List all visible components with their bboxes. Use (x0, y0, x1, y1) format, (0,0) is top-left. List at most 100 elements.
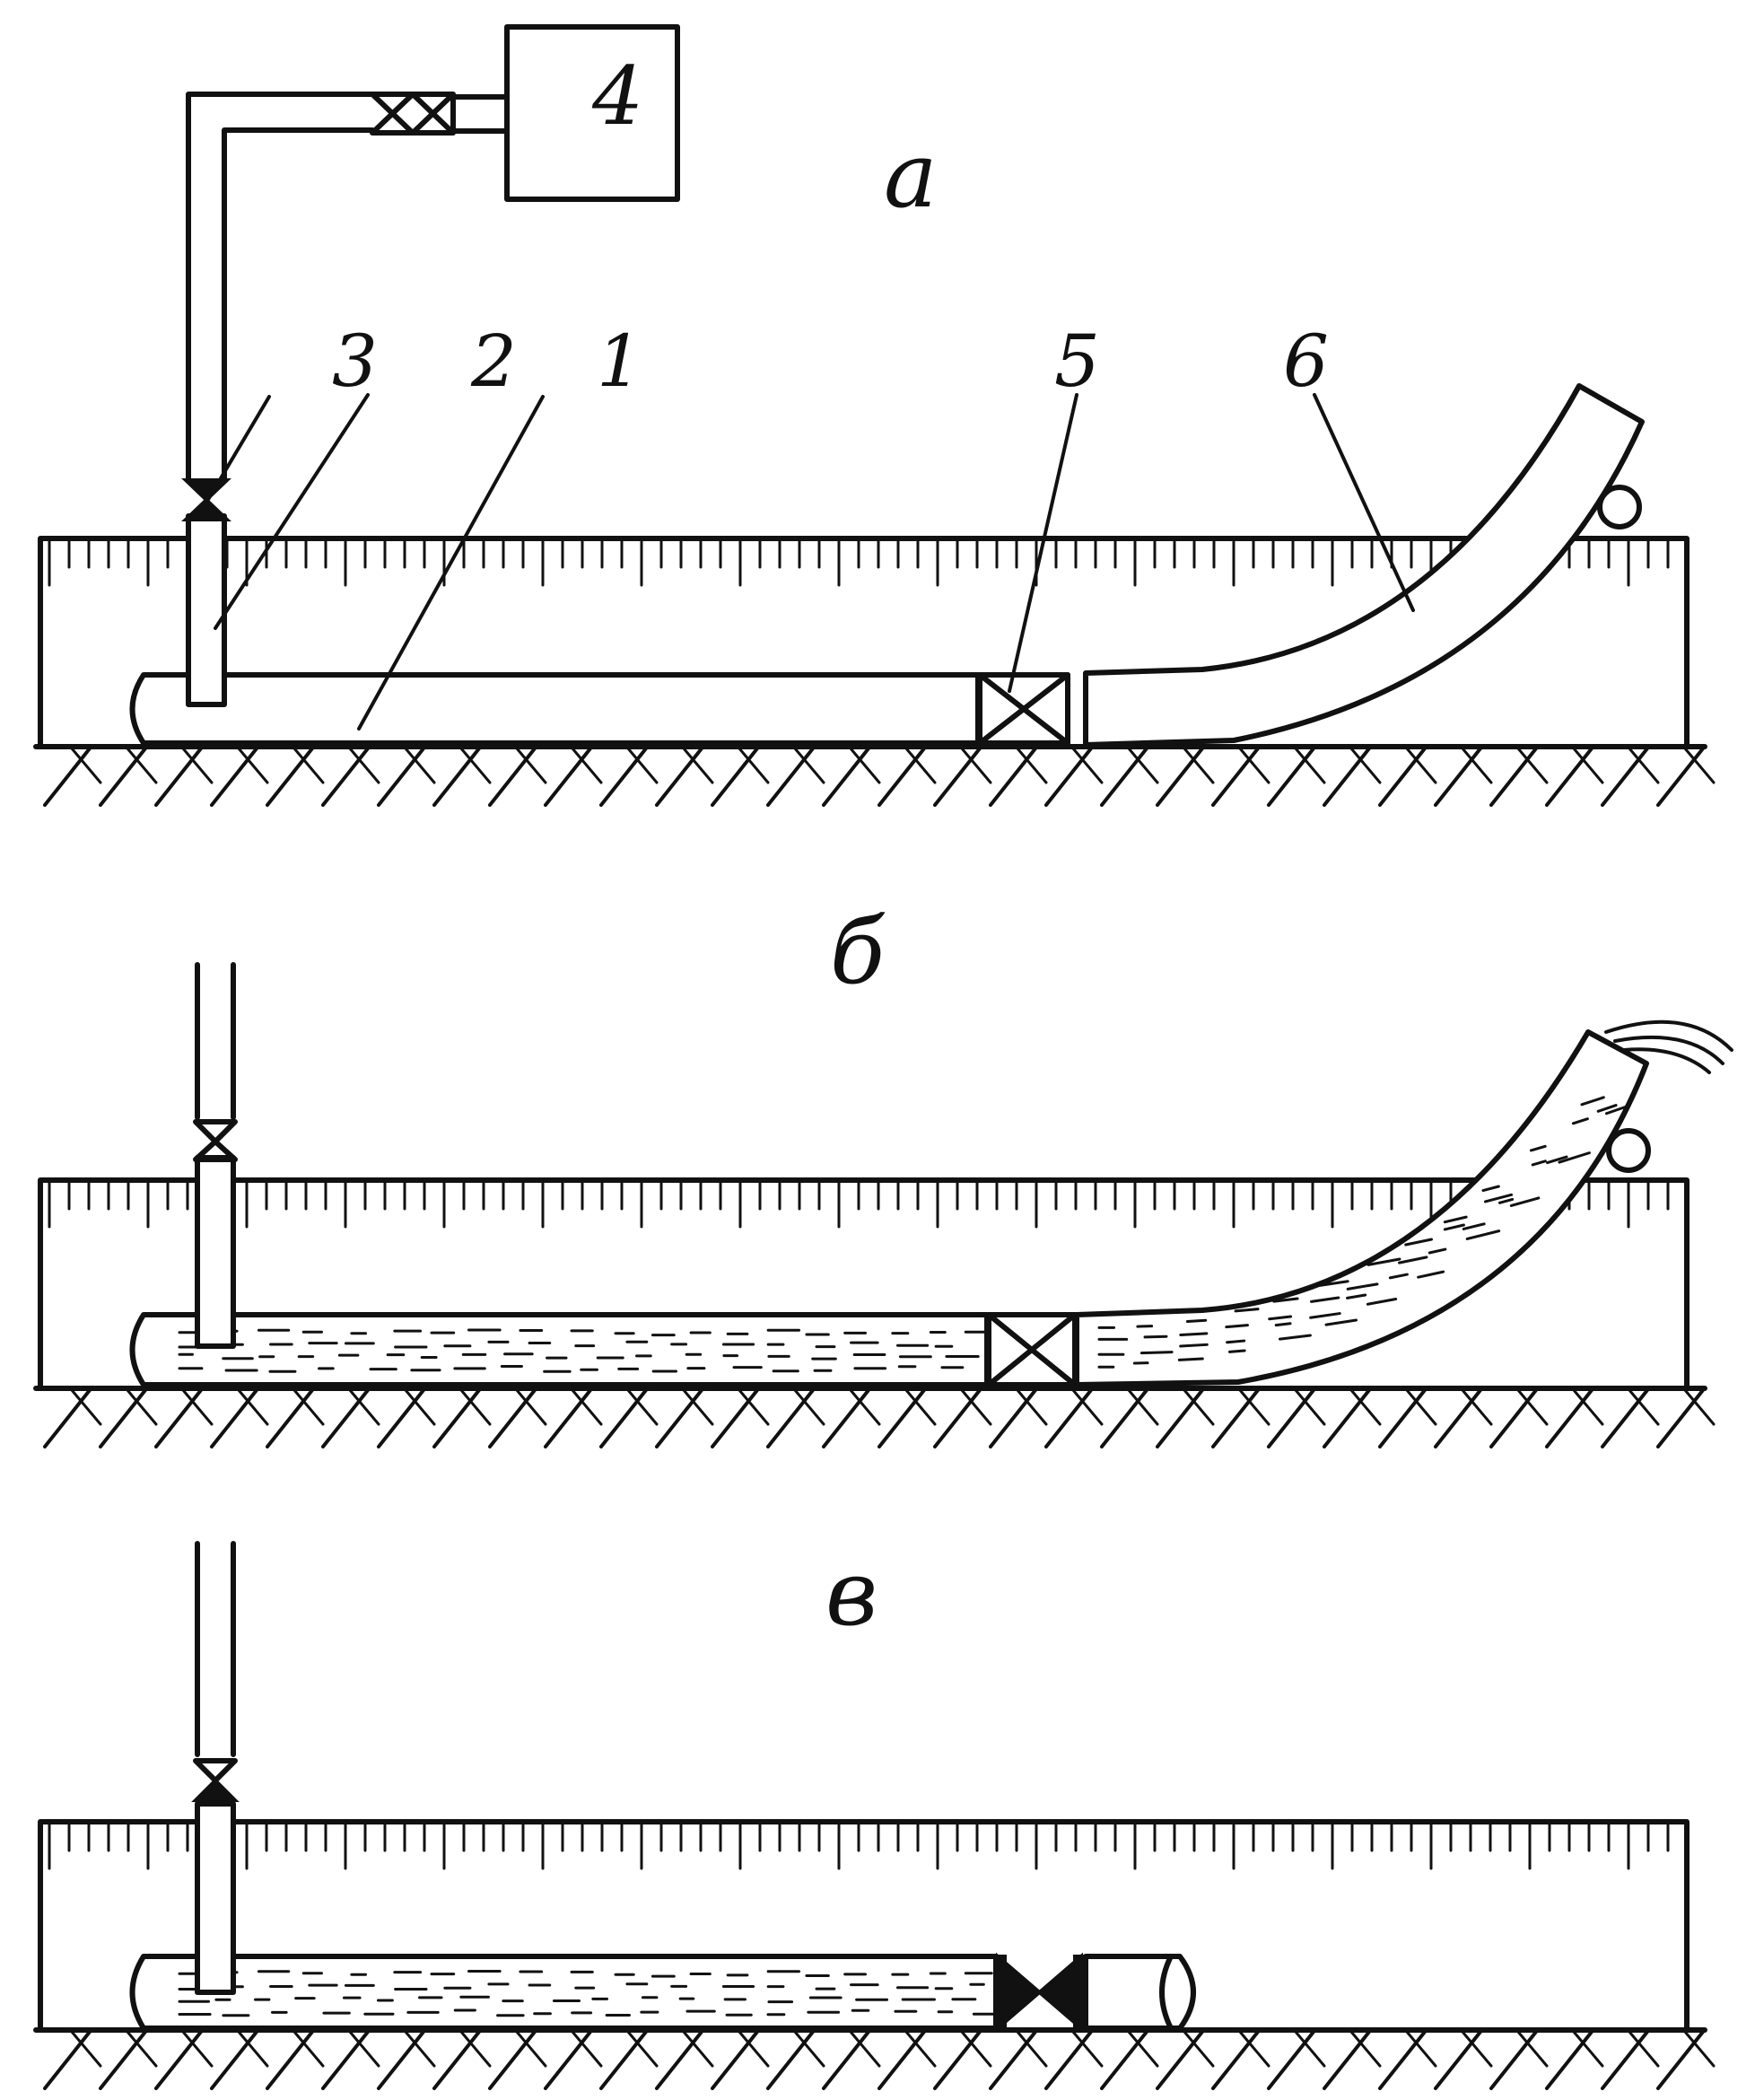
decor-stroke (1234, 1308, 1260, 1313)
decor-stroke (404, 747, 436, 784)
decor-stroke (1683, 2030, 1716, 2068)
decor-stroke (682, 2030, 714, 2068)
decor-stroke (1529, 1144, 1547, 1152)
decor-stroke (960, 747, 992, 784)
decor-stroke (655, 747, 703, 807)
decor-stroke (266, 2030, 314, 2090)
valve-c-top-closed (191, 1778, 240, 1802)
decor-stroke (1545, 747, 1593, 807)
decor-stroke (181, 747, 214, 784)
decor-stroke (1211, 1388, 1260, 1448)
panel-b: б (33, 899, 1733, 1448)
decor-stroke (1211, 747, 1260, 807)
decor-stroke (822, 1388, 870, 1448)
decor-stroke (766, 747, 815, 807)
support-roller-b (1606, 1128, 1651, 1173)
decor-stroke (181, 2030, 214, 2068)
decor-stroke (1489, 2030, 1538, 2090)
decor-stroke (126, 2030, 158, 2068)
decor-stroke (99, 747, 147, 807)
decor-stroke (571, 747, 603, 784)
decor-stroke (1323, 747, 1371, 807)
decor-stroke (1483, 1193, 1514, 1203)
panel-c: в (33, 1541, 1716, 2090)
decor-stroke (1071, 2030, 1104, 2068)
pump-unit-4 (504, 24, 680, 202)
decor-stroke (1143, 1334, 1168, 1339)
decor-stroke (1443, 1223, 1465, 1231)
panel-label-b: б (830, 899, 886, 1004)
decor-stroke (849, 2030, 881, 2068)
decor-stroke (793, 1388, 825, 1426)
decor-stroke (1183, 1388, 1215, 1426)
curved-pipe-6 (1083, 383, 1645, 748)
decor-stroke (682, 1388, 714, 1426)
decor-stroke (1461, 2030, 1493, 2068)
decor-stroke (1238, 747, 1270, 784)
part-label-6: 6 (1283, 319, 1329, 403)
decor-stroke (1183, 2030, 1215, 2068)
decor-stroke (1601, 747, 1649, 807)
decor-stroke (1346, 1293, 1367, 1299)
decor-stroke (599, 2030, 648, 2090)
decor-stroke (1378, 2030, 1427, 2090)
panel-label-c: в (825, 1541, 878, 1646)
water-curved-b (1097, 1096, 1630, 1369)
valve-c-top-open (193, 1758, 238, 1783)
decor-stroke (1177, 1357, 1204, 1361)
decor-stroke (432, 2030, 481, 2090)
decor-stroke (1044, 2030, 1093, 2090)
decor-stroke (1346, 1282, 1379, 1291)
decor-stroke (1185, 1318, 1208, 1323)
decor-stroke (1509, 1196, 1541, 1207)
decor-stroke (655, 1388, 703, 1448)
decor-stroke (1309, 1296, 1340, 1303)
decor-stroke (1604, 1104, 1630, 1116)
decor-stroke (210, 1388, 258, 1448)
decor-stroke (1572, 2030, 1604, 2068)
decor-stroke (1628, 2030, 1660, 2068)
decor-stroke (1461, 747, 1493, 784)
decor-stroke (626, 2030, 659, 2068)
decor-stroke (1267, 1388, 1315, 1448)
decor-stroke (1378, 1388, 1427, 1448)
decor-stroke (154, 2030, 203, 2090)
supply-line-c (195, 1541, 236, 1757)
decor-stroke (989, 2030, 1037, 2090)
decor-stroke (738, 2030, 770, 2068)
riser-pipe-2 (186, 513, 227, 707)
decor-stroke (682, 747, 714, 784)
decor-stroke (1324, 1318, 1358, 1326)
decor-stroke (432, 747, 481, 807)
decor-stroke (878, 1388, 926, 1448)
part-label-2: 2 (470, 319, 517, 403)
decor-stroke (210, 2030, 258, 2090)
riser-pipe-c (195, 1801, 236, 1995)
decor-stroke (822, 2030, 870, 2090)
decor-stroke (1267, 747, 1315, 807)
decor-stroke (377, 2030, 425, 2090)
decor-stroke (1596, 1104, 1618, 1113)
valve-c-right-flange (1073, 1955, 1086, 2030)
part-label-5: 5 (1054, 319, 1100, 403)
decor-stroke (1156, 1388, 1204, 1448)
decor-stroke (1268, 1315, 1293, 1321)
decor-stroke (404, 1388, 436, 1426)
decor-stroke (933, 2030, 982, 2090)
decor-stroke (1179, 1332, 1209, 1336)
ground-hatch-b (33, 1386, 1716, 1448)
decor-stroke (738, 747, 770, 784)
decor-stroke (1366, 1257, 1401, 1266)
decor-stroke (571, 1388, 603, 1426)
decor-stroke (822, 747, 870, 807)
decor-stroke (738, 1388, 770, 1426)
decor-stroke (1461, 1388, 1493, 1426)
decor-stroke (459, 2030, 492, 2068)
decor-stroke (960, 1388, 992, 1426)
decor-stroke (1434, 2030, 1482, 2090)
decor-stroke (1349, 747, 1382, 784)
decor-stroke (1428, 1247, 1447, 1255)
decor-stroke (571, 2030, 603, 2068)
